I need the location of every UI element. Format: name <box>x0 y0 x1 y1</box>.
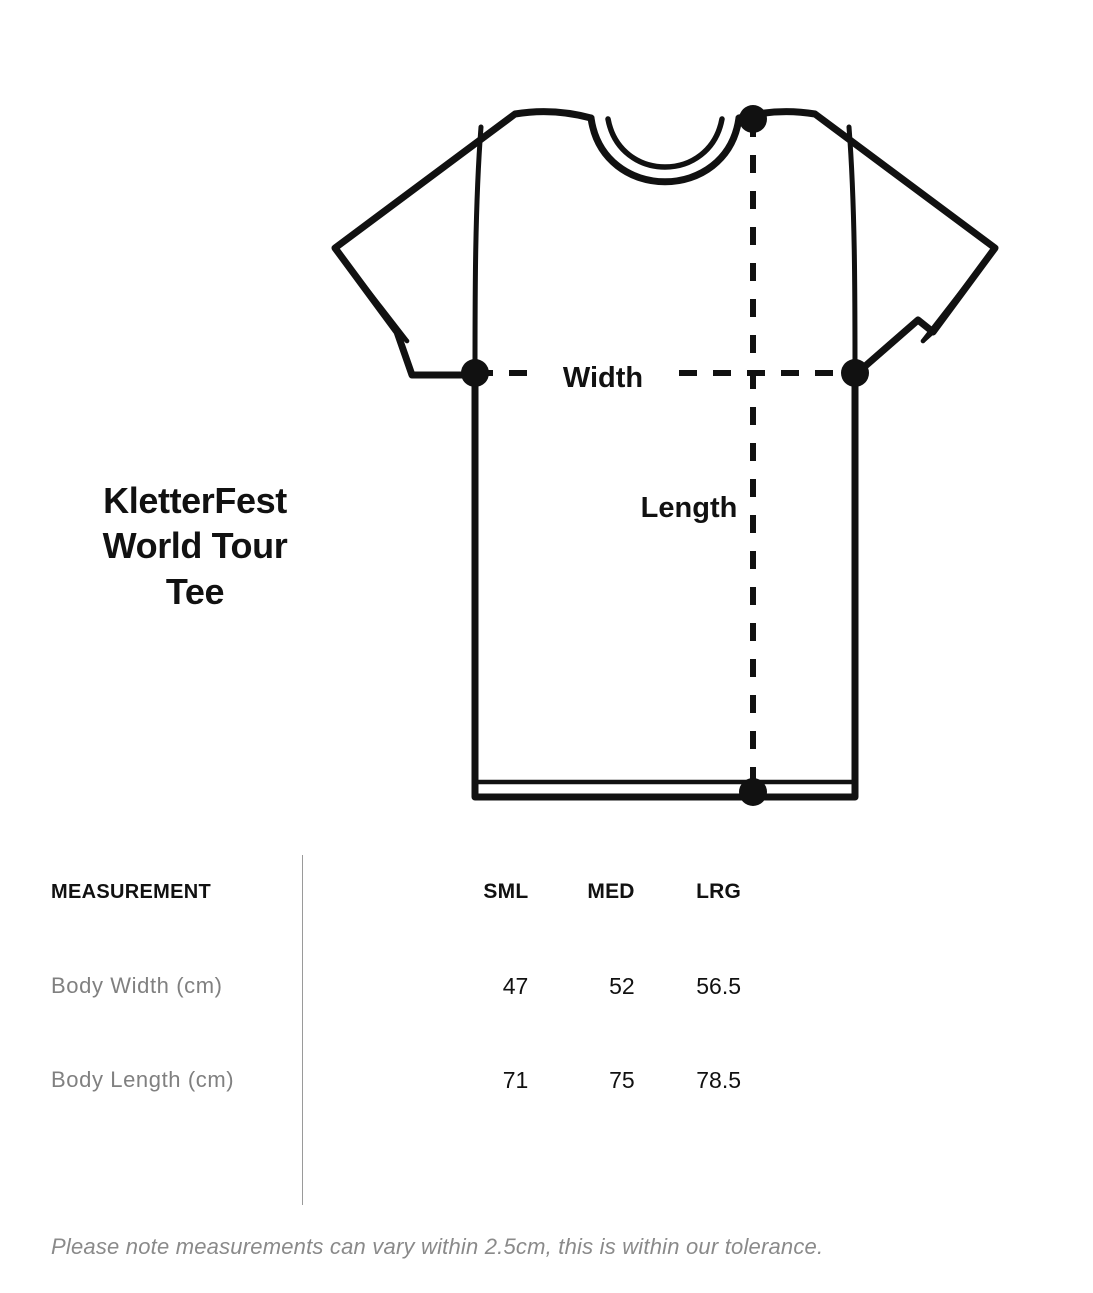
column-header-size-med: MED <box>587 880 635 903</box>
left-armhole-seam <box>472 124 484 376</box>
right-armhole-seam <box>846 124 858 376</box>
table-row: Body Length (cm) 71 75 78.5 <box>51 1033 741 1127</box>
tshirt-outline <box>331 108 999 801</box>
tshirt-illustration-svg: Width Length <box>331 105 999 806</box>
width-label-backdrop <box>540 353 666 395</box>
cell-body-length-sml: 71 <box>502 1066 529 1093</box>
length-label-backdrop <box>625 480 750 528</box>
row-label-body-width: Body Width (cm) <box>51 973 223 998</box>
cell-body-length-med: 75 <box>609 1066 635 1093</box>
page-title: KletterFest World Tour Tee <box>102 480 288 612</box>
width-endpoint-left-dot <box>461 359 489 387</box>
column-header-size-lrg: LRG <box>696 880 741 903</box>
table-vertical-divider <box>302 855 303 1205</box>
right-cuff-edge <box>920 245 998 344</box>
column-header-measurement: MEASUREMENT <box>51 880 211 903</box>
table-row: Body Width (cm) 47 52 56.5 <box>51 939 741 1033</box>
cell-body-width-sml: 47 <box>502 972 529 999</box>
measurement-table: MEASUREMENT SML MED LRG Body Width (cm) … <box>51 845 741 1127</box>
collar-outer-arc <box>587 114 743 186</box>
size-chart-diagram-area: KletterFest World Tour Tee <box>102 85 1035 825</box>
width-endpoint-right-dot <box>841 359 869 387</box>
collar-inner-arc <box>605 116 725 170</box>
right-sleeve-hem <box>920 258 988 344</box>
table-header-row: MEASUREMENT SML MED LRG <box>51 845 741 939</box>
left-cuff-edge <box>332 245 410 344</box>
row-label-body-length: Body Length (cm) <box>51 1067 235 1092</box>
length-endpoint-bottom-dot <box>739 778 767 806</box>
tshirt-diagram: Width Length <box>295 85 1035 825</box>
cell-body-length-lrg: 78.5 <box>696 1066 741 1093</box>
length-endpoint-top-dot <box>739 105 767 133</box>
cell-body-width-lrg: 56.5 <box>696 972 741 999</box>
column-header-size-sml: SML <box>483 880 529 903</box>
length-label: Length <box>641 492 738 524</box>
width-label: Width <box>563 362 643 394</box>
tolerance-footnote: Please note measurements can vary within… <box>51 1234 824 1259</box>
cell-body-width-med: 52 <box>609 972 635 999</box>
left-sleeve-hem <box>342 258 410 344</box>
measurement-table-area: MEASUREMENT SML MED LRG Body Width (cm) … <box>0 845 1093 1220</box>
